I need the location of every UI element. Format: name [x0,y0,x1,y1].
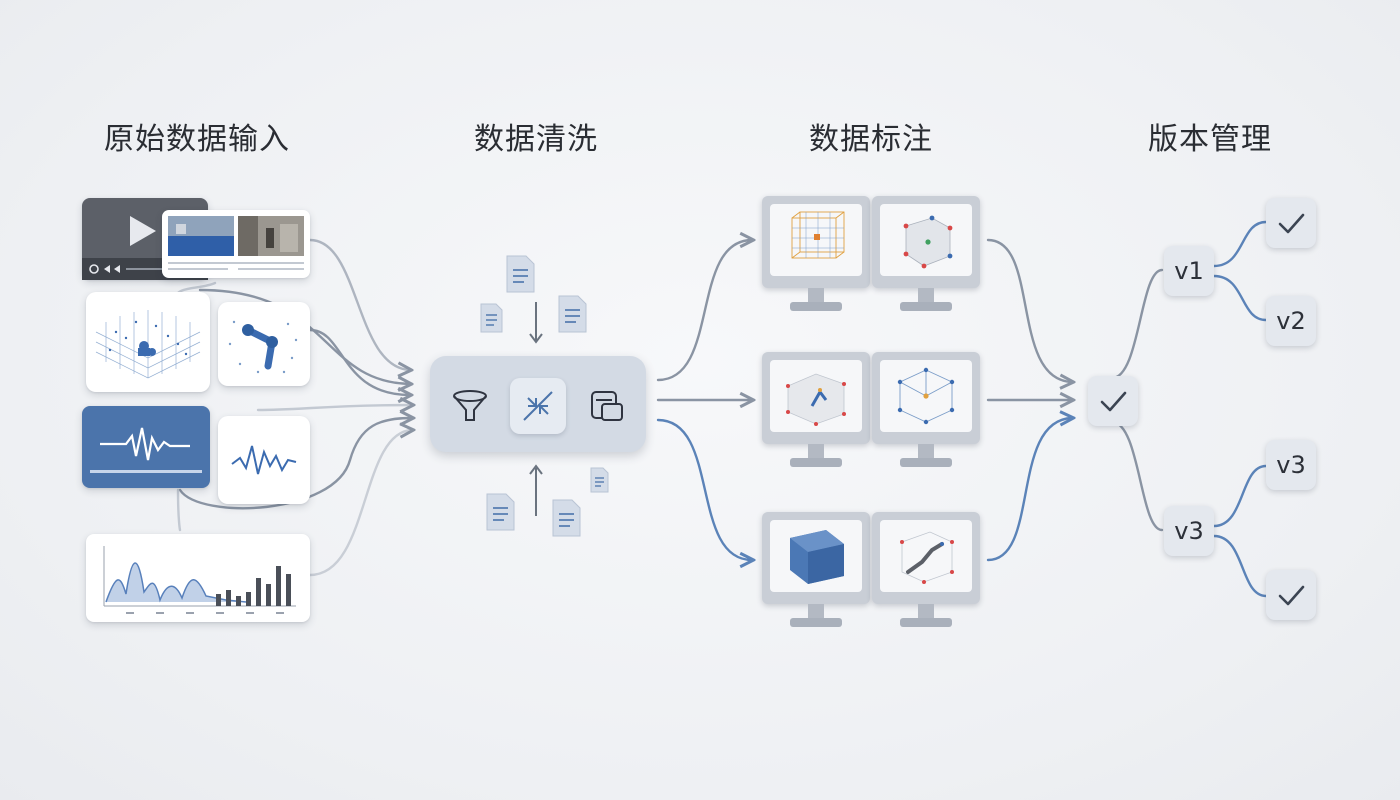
version-check-bottom[interactable] [1266,570,1316,620]
filter-funnel-icon [453,390,487,421]
version-check-top[interactable] [1266,198,1316,248]
document-icon [558,295,587,333]
dedupe-button[interactable] [578,378,634,434]
waveform-card [218,416,310,504]
spectrum-chart [103,546,296,614]
robot-box-icon [786,373,846,426]
connector-signal-to-hub [256,405,412,410]
checkmark-icon [1278,585,1305,606]
connector-hub-to-row3 [656,418,752,560]
stage-title-annotation: 数据标注 [809,122,933,157]
connector-v3-to-check2 [1212,534,1268,598]
connector-chart-to-hub [308,430,412,577]
video-frames-thumbnails [168,216,304,270]
robot-arm-annotated-icon [900,531,954,584]
annotation-monitor-robot-box[interactable] [762,352,870,478]
dedupe-copy-icon [591,391,623,421]
document-icon [552,499,581,537]
point-cloud-card [86,292,210,392]
solid-cube-icon [790,530,844,584]
connector-v3-to-v3b [1212,464,1268,528]
connector-wave-branch [176,488,182,532]
checkmark-icon [1100,391,1127,412]
signal-waveform [90,427,202,473]
version-node-v3[interactable]: v3 [1164,506,1214,556]
version-node-v3-branch[interactable]: v3 [1266,440,1316,490]
robot-arm-card [218,302,310,386]
robot-arm-cloud [228,320,298,374]
arrow-up-icon [529,464,543,516]
waveform-icon [231,445,297,475]
stage-title-versioning: 版本管理 [1148,122,1272,157]
wire-cube-icon [897,367,955,425]
connector-v1-to-check1 [1212,220,1268,268]
checkmark-icon [1278,213,1305,234]
filter-funnel-button[interactable] [442,378,498,434]
version-node-v2[interactable]: v2 [1266,296,1316,346]
keypoint-cube-icon [903,215,953,269]
connector-pointcloud-to-hub [198,288,410,384]
merge-button[interactable] [510,378,566,434]
stage-title-raw-input: 原始数据输入 [104,122,290,157]
document-icon [506,255,535,293]
connector-wave-to-hub [178,418,412,510]
connector-check-to-v1 [1110,268,1164,380]
document-icon [590,467,609,493]
document-icon [486,493,515,531]
arrow-down-icon [529,302,543,344]
point-cloud-scene [95,310,201,379]
annotation-monitor-grid-box[interactable] [762,196,870,322]
connector-row1-to-check [986,238,1072,382]
connector-hub-to-row1 [656,240,752,382]
merge-check-node[interactable] [1088,376,1138,426]
annotation-monitor-robot-arm[interactable] [872,512,980,638]
annotation-monitor-solid-cube[interactable] [762,512,870,638]
connector-check-to-v3 [1110,420,1164,532]
version-node-v1[interactable]: v1 [1164,246,1214,296]
video-frames-card [162,210,310,278]
stage-title-cleaning: 数据清洗 [474,122,598,157]
cleaning-hub-panel [430,356,646,452]
document-icon [480,303,503,333]
merge-arrows-icon [523,391,553,421]
connector-video-to-hub [308,238,410,370]
annotation-monitor-keypoint-cube[interactable] [872,196,980,322]
spectrum-chart-card [86,534,310,622]
connector-robot-to-hub [308,328,410,395]
connector-row3-to-check [986,418,1072,562]
annotation-monitor-wire-cube[interactable] [872,352,980,478]
connector-v1-to-v2 [1212,274,1268,322]
signal-monitor-card [82,406,210,488]
bounding-grid-icon [791,211,845,259]
